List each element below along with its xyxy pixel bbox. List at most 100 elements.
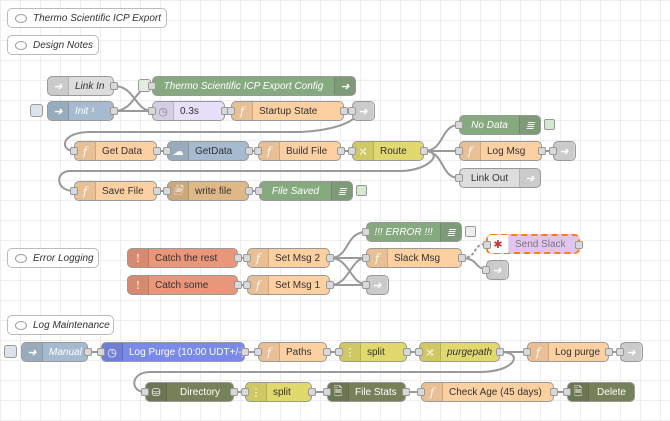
log-purge-cron-node[interactable]: ◷ Log Purge (10:00 UDT+/-)	[97, 342, 249, 362]
delay-node[interactable]: ◷ 0.3s	[148, 101, 229, 121]
input-port[interactable]	[163, 187, 171, 195]
input-port[interactable]	[348, 147, 356, 155]
input-port[interactable]	[141, 388, 149, 396]
input-port[interactable]	[455, 174, 463, 182]
comment-error-logging[interactable]: Error Logging	[7, 248, 99, 268]
delete-node[interactable]: 🗎 Delete	[563, 382, 635, 402]
output-port[interactable]	[402, 388, 410, 396]
input-port[interactable]	[362, 254, 370, 262]
link-out-node-5[interactable]: ➜	[362, 275, 389, 295]
input-port[interactable]	[97, 348, 105, 356]
input-port[interactable]	[483, 241, 491, 249]
input-port[interactable]	[616, 348, 624, 356]
link-out-node-2[interactable]: ➜	[549, 141, 576, 161]
output-port[interactable]	[245, 187, 253, 195]
output-port[interactable]	[605, 348, 613, 356]
inject-button[interactable]	[4, 345, 17, 358]
debug-toggle-button[interactable]	[544, 119, 555, 130]
inject-button[interactable]	[30, 104, 43, 117]
send-slack-node[interactable]: ✱ Send Slack	[483, 234, 583, 254]
input-port[interactable]	[348, 107, 356, 115]
output-port[interactable]	[403, 348, 411, 356]
startup-state-function-node[interactable]: f Startup State	[227, 101, 348, 121]
comment-log-maintenance[interactable]: Log Maintenance	[7, 315, 114, 335]
output-port[interactable]	[245, 147, 253, 155]
input-port[interactable]	[227, 107, 235, 115]
purgepath-change-node[interactable]: ⤨ purgepath	[415, 342, 504, 362]
output-port[interactable]	[326, 254, 334, 262]
input-port[interactable]	[549, 147, 557, 155]
set-msg1-function-node[interactable]: f Set Msg 1	[243, 275, 334, 295]
output-port[interactable]	[308, 388, 316, 396]
check-age-function-node[interactable]: f Check Age (45 days)	[417, 382, 558, 402]
slack-msg-function-node[interactable]: f Slack Msg	[362, 248, 466, 268]
output-port[interactable]	[496, 348, 504, 356]
debug-toggle-button[interactable]	[465, 226, 476, 237]
output-port[interactable]	[234, 254, 242, 262]
output-port[interactable]	[241, 348, 249, 356]
output-port[interactable]	[337, 147, 345, 155]
input-port[interactable]	[455, 121, 463, 129]
directory-node[interactable]: ⛁ Directory	[141, 382, 238, 402]
route-switch-node[interactable]: ⤭ Route	[348, 141, 428, 161]
output-port[interactable]	[110, 107, 118, 115]
get-data-function-node[interactable]: f Get Data	[70, 141, 161, 161]
comment-flow-title[interactable]: Thermo Scientific ICP Export	[7, 8, 167, 28]
input-port[interactable]	[417, 388, 425, 396]
split-node-2[interactable]: ⋮ split	[241, 382, 316, 402]
input-port[interactable]	[482, 266, 490, 274]
link-out-node-1[interactable]: ➜	[348, 101, 375, 121]
input-port[interactable]	[335, 348, 343, 356]
catch-rest-node[interactable]: ! Catch the rest	[127, 248, 242, 268]
config-node[interactable]: Thermo Scientific ICP Export Config ➜	[138, 76, 356, 96]
link-out-node-6[interactable]: ➜	[616, 342, 643, 362]
write-file-node[interactable]: 🗎 write file	[163, 181, 253, 201]
output-port[interactable]	[234, 281, 242, 289]
input-port[interactable]	[362, 228, 370, 236]
output-port[interactable]	[153, 187, 161, 195]
output-port[interactable]	[538, 147, 546, 155]
set-msg2-function-node[interactable]: f Set Msg 2	[243, 248, 334, 268]
manual-inject-node[interactable]: ➜ Manual	[4, 342, 92, 362]
output-port[interactable]	[340, 107, 348, 115]
error-debug-node[interactable]: !!! ERROR !!! ≣	[362, 222, 476, 242]
init-inject-node[interactable]: ➜ Init ¹	[30, 101, 118, 121]
input-port[interactable]	[563, 388, 571, 396]
output-port[interactable]	[420, 147, 428, 155]
file-saved-debug-node[interactable]: File Saved ≣	[255, 181, 367, 201]
catch-some-node[interactable]: ! Catch some	[127, 275, 242, 295]
output-port[interactable]	[153, 147, 161, 155]
link-out-node-4[interactable]: ➜	[482, 260, 509, 280]
link-out-node-3[interactable]: Link Out ➜	[455, 168, 541, 188]
output-port[interactable]	[458, 254, 466, 262]
output-port[interactable]	[84, 348, 92, 356]
input-port[interactable]	[148, 82, 156, 90]
no-data-debug-node[interactable]: No Data ≣	[455, 115, 555, 135]
input-port[interactable]	[163, 147, 171, 155]
link-in-node[interactable]: ➜ Link In	[47, 76, 118, 96]
build-file-function-node[interactable]: f Build File	[254, 141, 345, 161]
output-port[interactable]	[575, 241, 583, 249]
input-port[interactable]	[254, 147, 262, 155]
output-port[interactable]	[323, 348, 331, 356]
input-port[interactable]	[455, 147, 463, 155]
output-port[interactable]	[110, 82, 118, 90]
input-port[interactable]	[254, 348, 262, 356]
input-port[interactable]	[362, 281, 370, 289]
input-port[interactable]	[523, 348, 531, 356]
input-port[interactable]	[241, 388, 249, 396]
input-port[interactable]	[70, 147, 78, 155]
output-port[interactable]	[326, 281, 334, 289]
log-msg-function-node[interactable]: f Log Msg	[455, 141, 546, 161]
output-port[interactable]	[550, 388, 558, 396]
comment-design-notes[interactable]: Design Notes	[7, 35, 99, 55]
get-data-http-node[interactable]: ☁ GetData	[163, 141, 253, 161]
debug-toggle-button[interactable]	[356, 185, 367, 196]
input-port[interactable]	[243, 281, 251, 289]
input-port[interactable]	[323, 388, 331, 396]
input-port[interactable]	[255, 187, 263, 195]
input-port[interactable]	[243, 254, 251, 262]
save-file-function-node[interactable]: f Save File	[70, 181, 161, 201]
file-stats-node[interactable]: 🗎 File Stats	[323, 382, 410, 402]
log-purge-function-node[interactable]: f Log purge	[523, 342, 613, 362]
